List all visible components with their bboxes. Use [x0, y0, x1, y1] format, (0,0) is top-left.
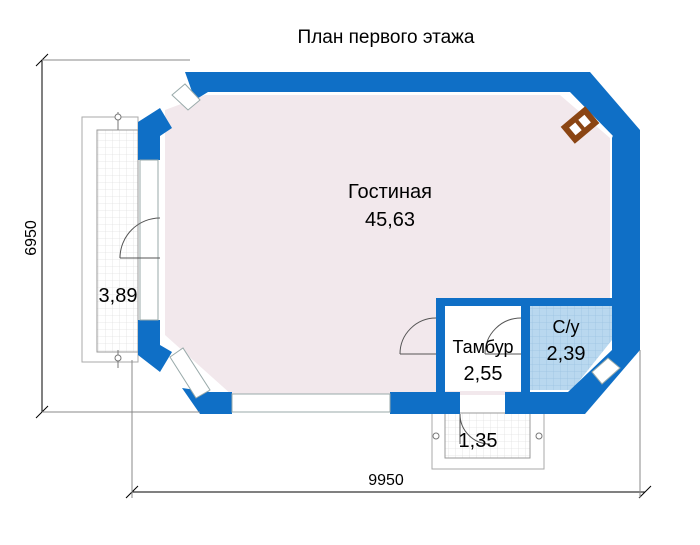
- partition-vestibule-right: [521, 298, 530, 394]
- wall-bottom-middle: [390, 392, 460, 414]
- window-bottom: [231, 393, 391, 413]
- window-bottom-right: [591, 357, 621, 385]
- porch: [431, 412, 545, 470]
- plan-title: План первого этажа: [298, 27, 475, 48]
- bathroom-area: 2,39: [547, 343, 586, 365]
- terrace-post: [114, 354, 122, 362]
- height-dimension-label: 6950: [23, 220, 40, 256]
- porch-floor: [444, 412, 531, 459]
- terrace-area: 3,89: [99, 285, 138, 307]
- wall-bottom-right-segment: [505, 392, 585, 414]
- dimension-tick: [638, 485, 652, 499]
- terrace-door-swing: [119, 217, 161, 259]
- bathroom-door-swing: [484, 317, 522, 355]
- terrace-post: [114, 113, 122, 121]
- porch-area: 1,35: [459, 430, 498, 452]
- living-room-area: 45,63: [365, 209, 415, 231]
- windows: [139, 83, 621, 413]
- porch-post: [432, 432, 440, 440]
- partition-vestibule-left: [436, 298, 445, 394]
- vestibule-name: Тамбур: [452, 337, 513, 357]
- terrace: [81, 112, 139, 368]
- wall-top: [185, 72, 640, 138]
- window-left: [139, 159, 159, 321]
- wall-right: [612, 130, 640, 350]
- porch-post: [535, 432, 543, 440]
- window-bottom-left: [169, 347, 211, 399]
- fireplace-opening: [578, 114, 591, 128]
- fireplace: [560, 106, 600, 144]
- vestibule-area: 2,55: [464, 363, 503, 385]
- living-room-name: Гостиная: [348, 181, 432, 203]
- doors: [119, 217, 522, 445]
- interior-walls: [436, 298, 614, 394]
- wall-top-left: [138, 108, 172, 160]
- fireplace-body: [560, 106, 600, 144]
- width-dimension-label: 9950: [368, 472, 404, 489]
- bathroom-floor: [530, 306, 612, 390]
- fireplace-opening: [569, 122, 582, 136]
- vestibule-door-swing: [399, 317, 437, 355]
- dimension-lines: [35, 53, 652, 499]
- terrace-floor: [96, 129, 139, 353]
- bathroom-name: С/у: [553, 317, 580, 337]
- outer-walls: [138, 72, 640, 414]
- wall-left-lower: [138, 320, 172, 372]
- window-top-left: [171, 83, 201, 111]
